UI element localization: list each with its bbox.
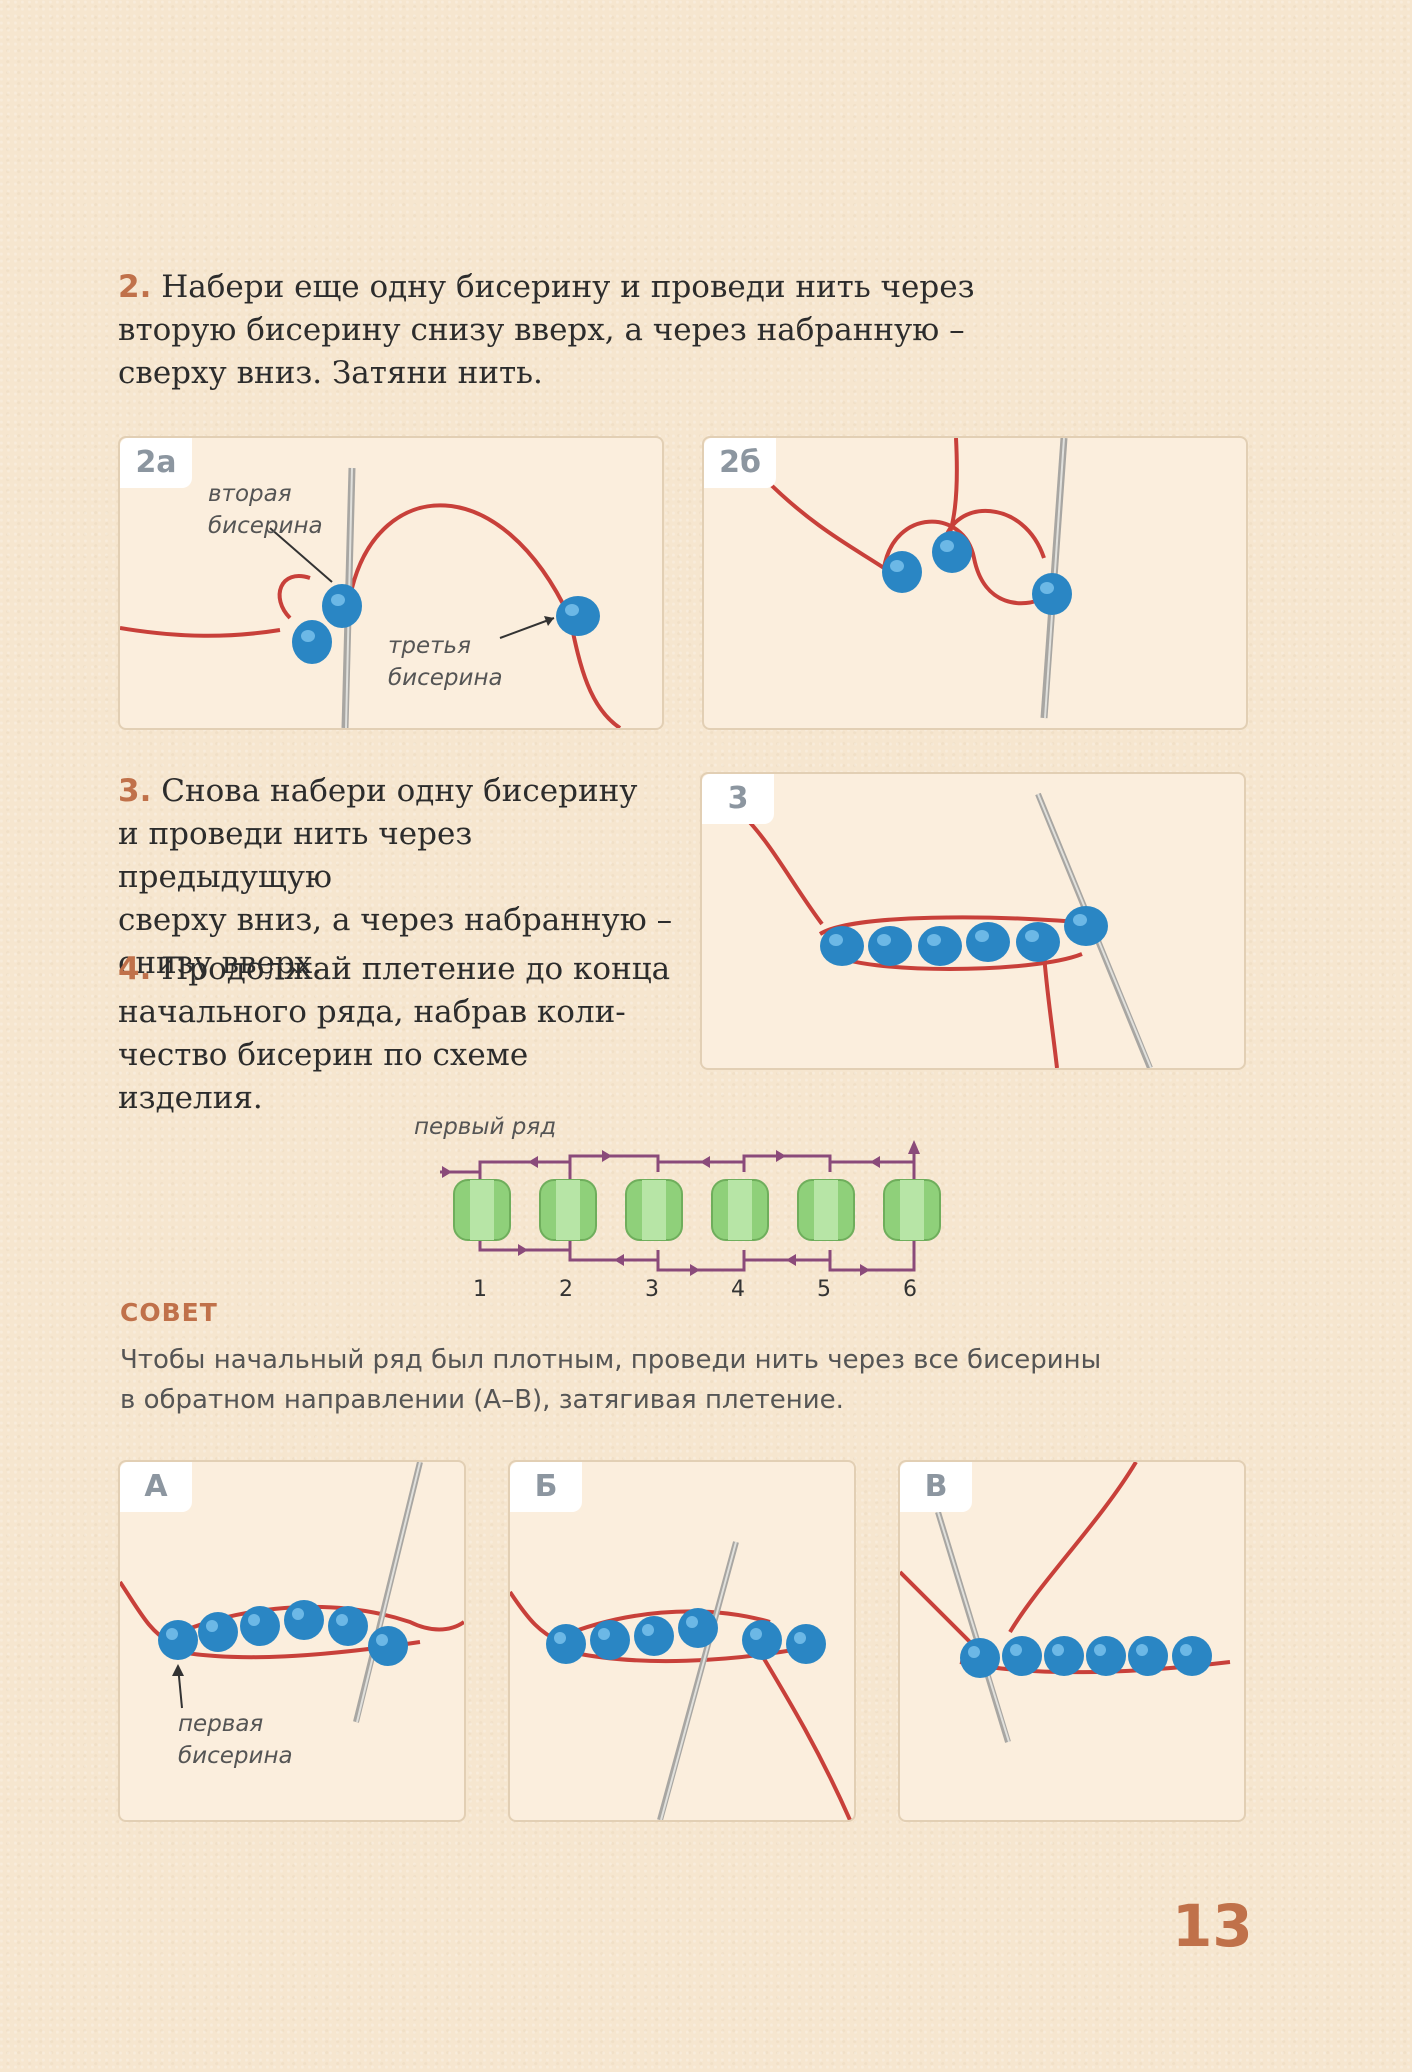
label-line: первая [178, 1711, 264, 1737]
panel-v: В [898, 1460, 1246, 1822]
illustration-2a [120, 467, 622, 728]
illustration-v [900, 1462, 1231, 1743]
step-4-text: 4. Продолжай плетение до конца начальног… [118, 948, 678, 1120]
panel-badge: А [120, 1462, 192, 1512]
panel-3: 3 [700, 772, 1246, 1070]
panel-2b: 2б [702, 436, 1248, 730]
step-number: 2. [118, 269, 152, 305]
label-first-bead: первая бисерина [178, 1708, 293, 1772]
bead-number: 3 [645, 1277, 659, 1302]
step-number: 4. [118, 951, 152, 987]
bead-number: 5 [817, 1277, 831, 1302]
step-line: Продолжай плетение до конца [161, 951, 671, 987]
label-line: бисерина [388, 665, 503, 691]
step-number: 3. [118, 773, 152, 809]
tip-line: Чтобы начальный ряд был плотным, проведи… [120, 1345, 1102, 1375]
panel-badge: 3 [702, 774, 774, 824]
step-line: вторую бисерину снизу вверх, а через наб… [118, 312, 965, 348]
step-2-text: 2. Набери еще одну бисерину и проведи ни… [118, 266, 1018, 395]
page-number: 13 [1172, 1892, 1253, 1960]
step-line: снизу вверх. [118, 945, 323, 981]
diagram-label: первый ряд [414, 1114, 557, 1140]
step-line: Набери еще одну бисерину и проведи нить … [161, 269, 975, 305]
label-line: бисерина [208, 513, 323, 539]
label-line: бисерина [178, 1743, 293, 1769]
step-3-text: 3. Снова набери одну бисерину и проведи … [118, 770, 678, 985]
panel-badge: В [900, 1462, 972, 1512]
illustration-a [120, 1462, 464, 1723]
bead-number: 1 [473, 1277, 487, 1302]
tip-title: СОВЕТ [120, 1298, 218, 1327]
step-line: и проведи нить через предыдущую [118, 816, 473, 895]
panel-badge: 2б [704, 438, 776, 488]
step-line: чество бисерин по схеме изделия. [118, 1037, 529, 1116]
step-line: начального ряда, набрав коли- [118, 994, 626, 1030]
bead-number: 4 [731, 1277, 745, 1302]
tip-text: Чтобы начальный ряд был плотным, проведи… [120, 1340, 1260, 1420]
label-line: вторая [208, 481, 292, 507]
panel-2a: 2а вторая бисерина третья бисерина [118, 436, 664, 730]
bead-number: 6 [903, 1277, 917, 1302]
panel-a: А первая бисерина [118, 1460, 466, 1822]
panel-badge: 2а [120, 438, 192, 488]
bead-row-diagram: 1 2 3 4 5 6 [440, 1140, 941, 1302]
first-row-diagram: первый ряд [400, 1110, 960, 1310]
step-line: сверху вниз. Затяни нить. [118, 355, 543, 391]
label-second-bead: вторая бисерина [208, 478, 323, 542]
panel-badge: Б [510, 1462, 582, 1512]
illustration-3 [740, 792, 1153, 1068]
illustration-b [510, 1541, 852, 1820]
step-line: Снова набери одну бисерину [161, 773, 638, 809]
label-line: третья [388, 633, 471, 659]
illustration-2b [762, 438, 1072, 719]
bead-number: 2 [559, 1277, 573, 1302]
step-line: сверху вниз, а через набранную – [118, 902, 673, 938]
tip-line: в обратном направлении (А–В), затягивая … [120, 1385, 844, 1415]
panel-b: Б [508, 1460, 856, 1822]
label-third-bead: третья бисерина [388, 630, 503, 694]
